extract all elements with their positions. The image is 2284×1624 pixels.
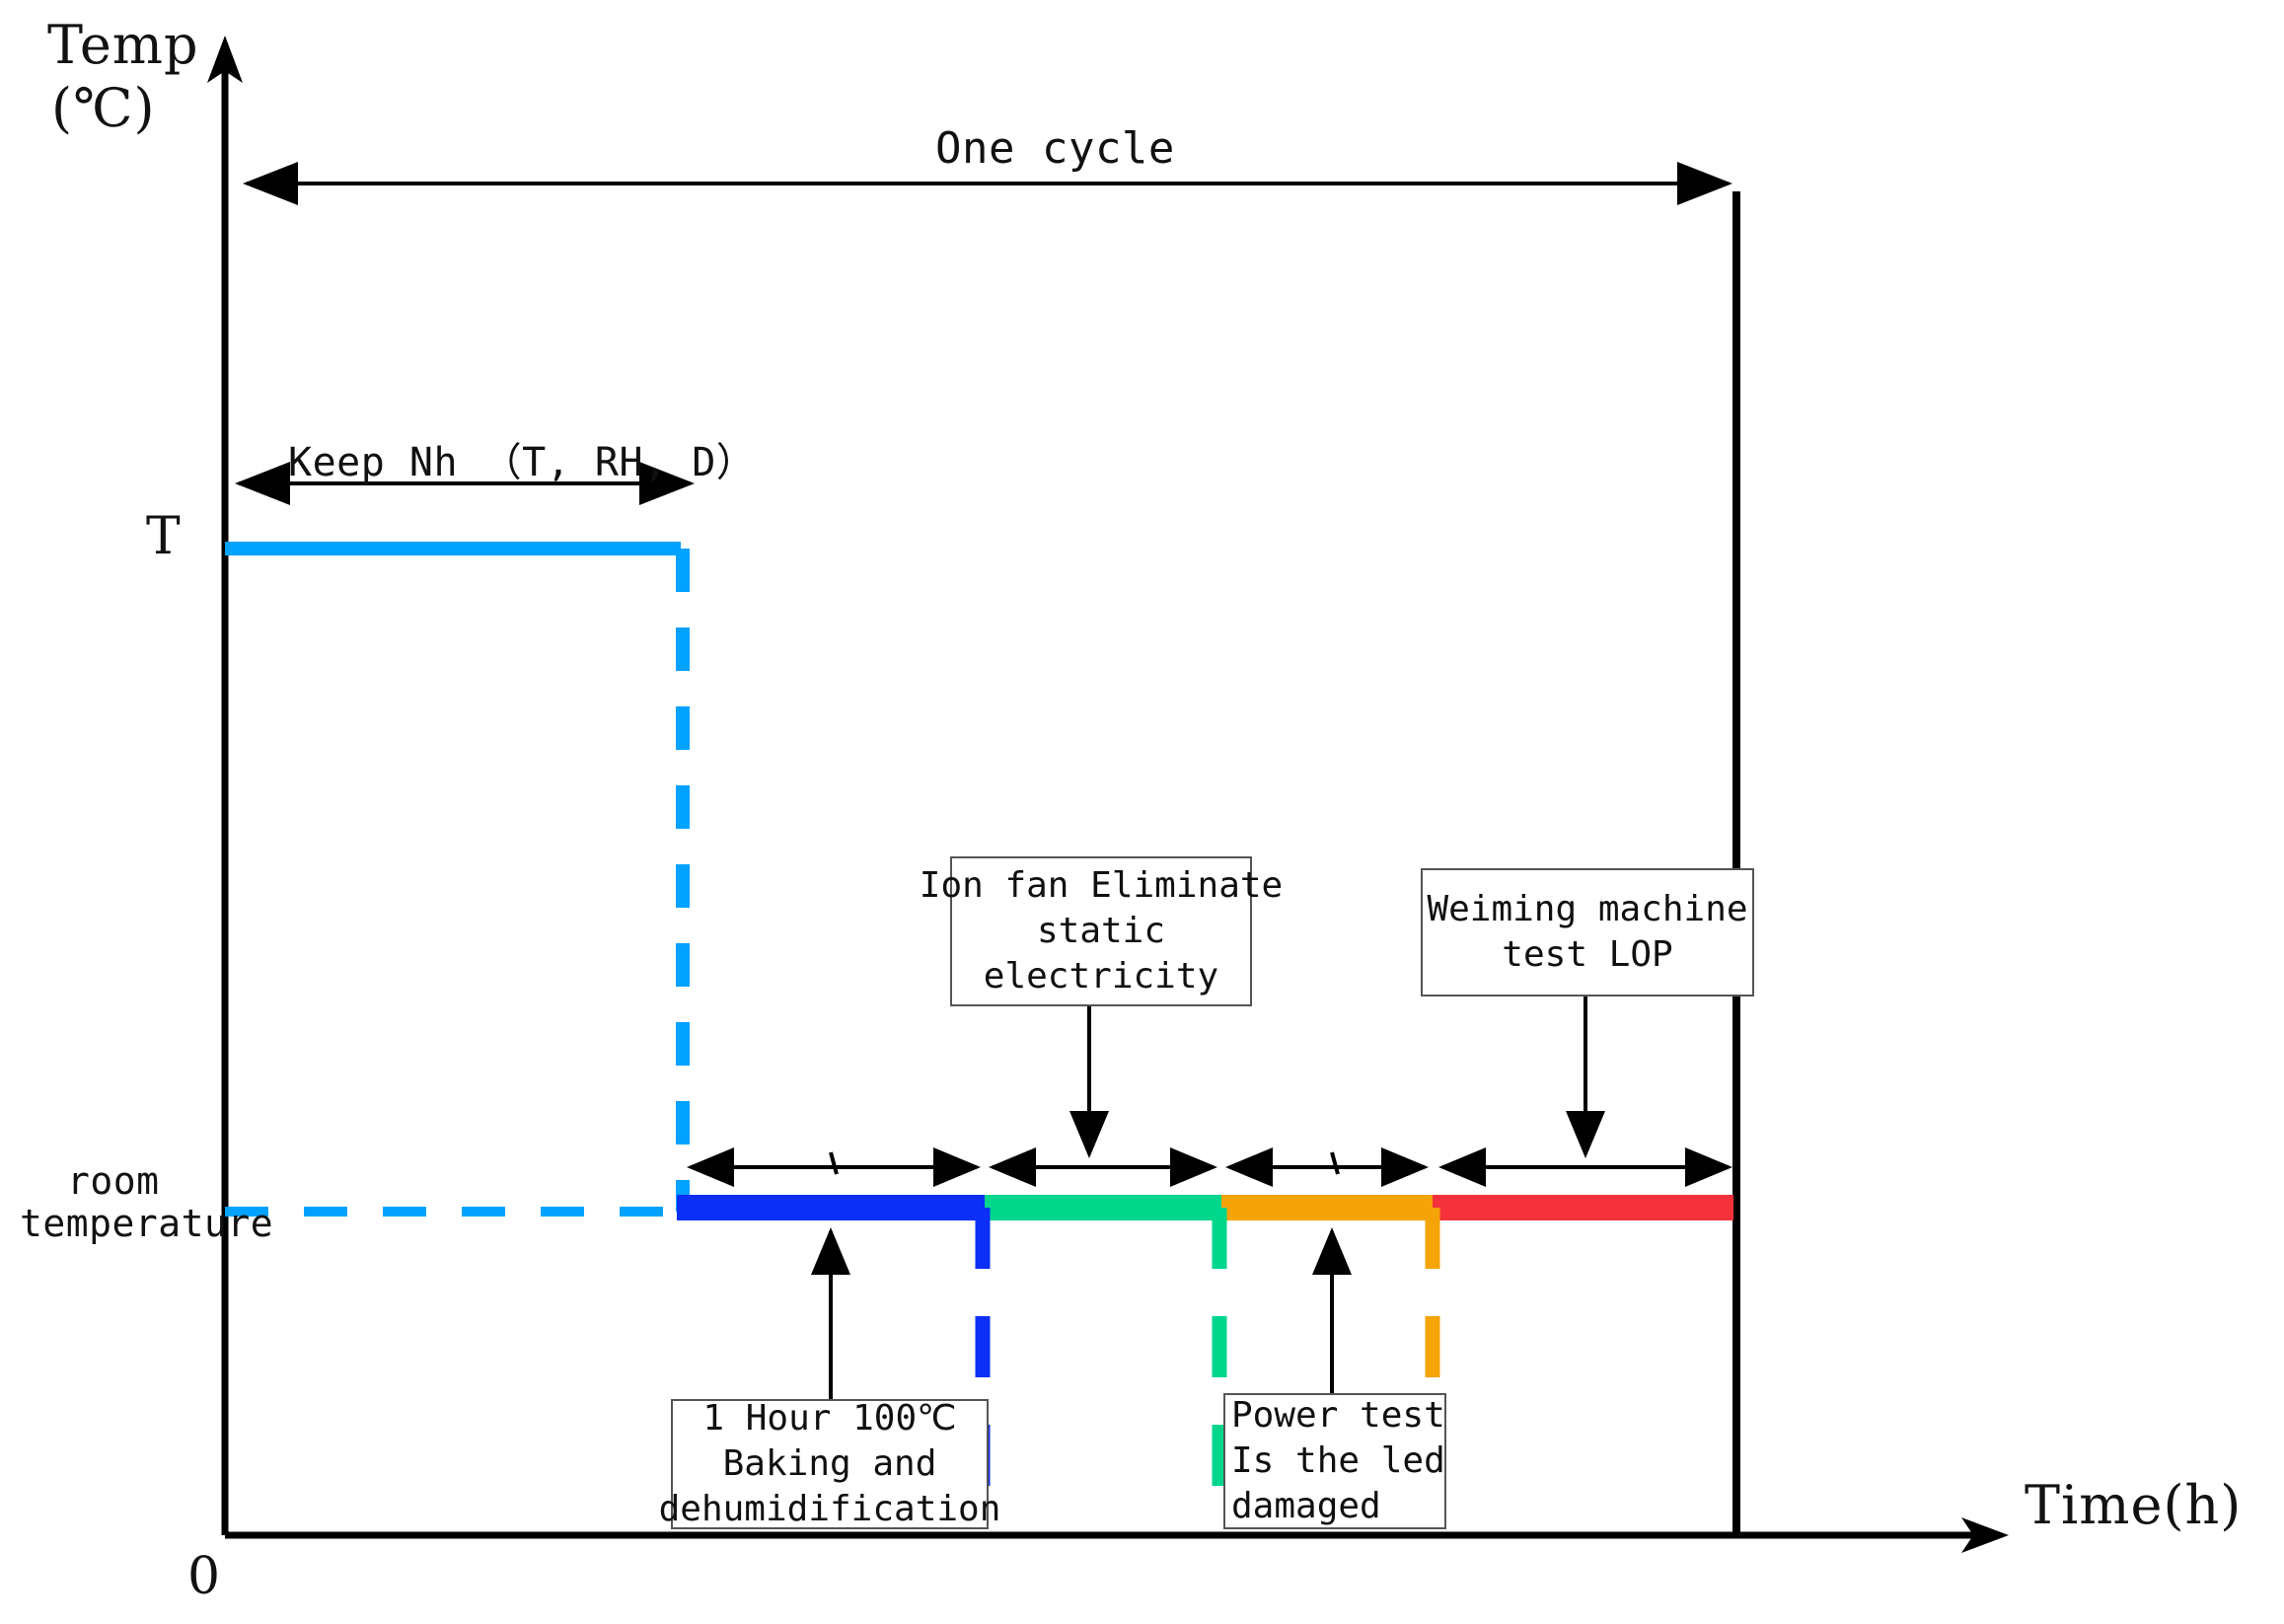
callout-ion-fan-line2: static: [1036, 910, 1166, 951]
callout-weiming-line1: Weiming machine: [1427, 888, 1748, 929]
stage-span-arrows: [687, 1147, 1732, 1187]
origin-label: 0: [187, 1547, 221, 1606]
callout-baking: 1 Hour 100℃ Baking and dehumidification: [659, 1397, 1001, 1529]
callout-ion-fan-line3: electricity: [983, 956, 1219, 997]
callout-weiming: Weiming machine test LOP: [1421, 868, 1754, 997]
y-tick-label-room-line2: temperature: [20, 1202, 274, 1245]
callout-baking-line1: 1 Hour 100℃: [702, 1397, 957, 1439]
callout-baking-line2: Baking and: [722, 1442, 937, 1484]
callout-power-test: Power test Is the led damaged: [1223, 1393, 1446, 1529]
x-axis-title: Time(h): [2025, 1474, 2243, 1536]
y-tick-label-T: T: [146, 507, 181, 566]
callout-power-test-line3: damaged: [1231, 1486, 1381, 1527]
callout-power-test-line1: Power test: [1231, 1394, 1445, 1436]
x-axis: [225, 1517, 2009, 1553]
y-tick-label-room-line1: room: [67, 1159, 160, 1203]
callout-ion-fan: Ion fan Eliminate static electricity: [920, 856, 1283, 1006]
y-axis: [207, 36, 243, 1535]
callout-weiming-line2: test LOP: [1502, 934, 1673, 975]
keep-nh-label: Keep Nh （T, RH, D）: [288, 440, 757, 485]
one-cycle-label: One cycle: [935, 123, 1175, 174]
callout-baking-line3: dehumidification: [658, 1489, 1001, 1530]
callout-ion-fan-line1: Ion fan Eliminate: [919, 864, 1284, 906]
temperature-hold-curve: [225, 542, 690, 1217]
callout-leaders: [811, 997, 1605, 1401]
y-axis-title-line2: (℃): [51, 77, 156, 139]
callout-power-test-line2: Is the led: [1231, 1439, 1445, 1481]
y-axis-title-line1: Temp: [47, 14, 199, 76]
